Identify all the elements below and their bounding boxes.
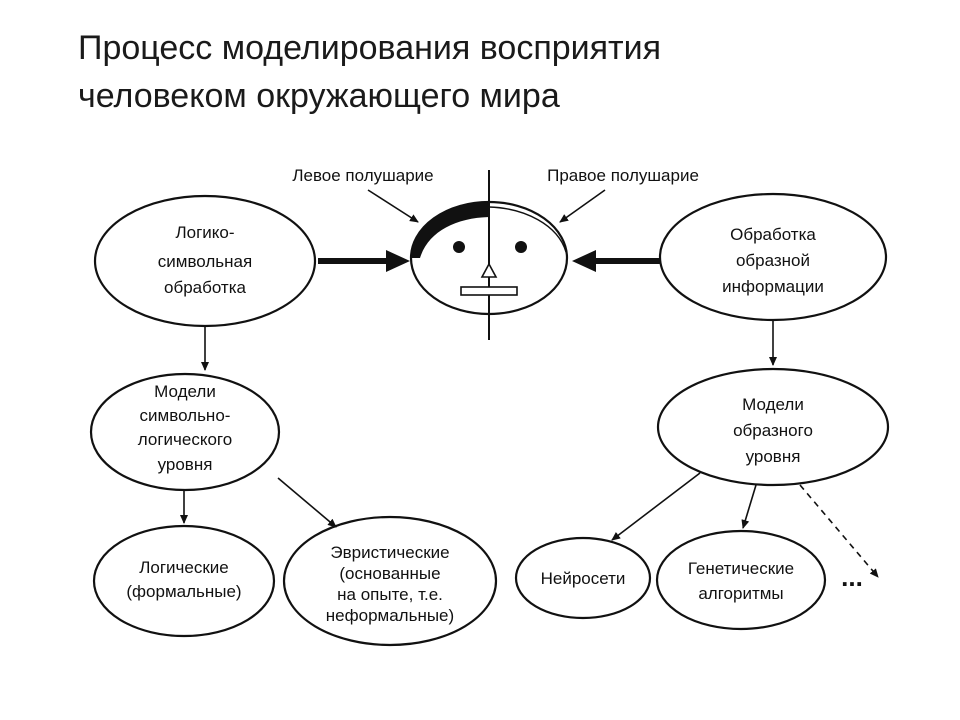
symbolic-models-line-3: логического [138, 430, 232, 449]
logical-line-1: Логические [139, 558, 229, 577]
image-models-line-1: Модели [742, 395, 804, 414]
logical-node: Логические (формальные) [92, 524, 276, 638]
right-hemisphere-arrow [559, 189, 606, 223]
symbolic-models-node: Модели символьно- логического уровня [89, 372, 281, 492]
neural-networks-label: Нейросети [541, 569, 626, 588]
right-eye [515, 241, 527, 253]
left-hemisphere-arrow [367, 189, 419, 223]
right-hemisphere-label: Правое полушарие [547, 166, 699, 185]
image-processing-line-1: Обработка [730, 225, 816, 244]
genetic-line-2: алгоритмы [698, 584, 783, 603]
left-input-arrow [318, 250, 410, 272]
right-hemisphere-outline [488, 206, 567, 253]
genetic-line-1: Генетические [688, 559, 794, 578]
image-models-line-2: образного [733, 421, 813, 440]
arrow-symbolic-to-heuristic [277, 477, 337, 528]
title-line-1: Процесс моделирования восприятия [78, 29, 662, 67]
heuristic-line-2: (основанные [339, 564, 440, 583]
slide-title: Процесс моделирования восприятия человек… [78, 24, 938, 120]
logical-line-2: (формальные) [126, 582, 241, 601]
right-input-arrow [572, 250, 664, 272]
logic-processing-line-3: обработка [164, 278, 247, 297]
arrow-image-models-to-neural [611, 472, 701, 541]
nose [480, 262, 498, 278]
arrow-image-models-to-more [799, 484, 879, 578]
left-hemisphere-label: Левое полушарие [292, 166, 433, 185]
image-processing-line-2: образной [736, 251, 810, 270]
image-models-line-3: уровня [746, 447, 801, 466]
symbolic-models-line-4: уровня [158, 455, 213, 474]
symbolic-models-line-2: символьно- [140, 406, 231, 425]
logic-processing-line-2: символьная [158, 252, 252, 271]
mouth [460, 286, 518, 296]
symbolic-models-line-1: Модели [154, 382, 216, 401]
more-ellipsis: ... [841, 562, 863, 592]
heuristic-line-3: на опыте, т.е. [337, 585, 443, 604]
title-line-2: человеком окружающего мира [78, 77, 560, 115]
arrow-image-models-to-genetic [741, 484, 757, 529]
neural-networks-node: Нейросети [514, 536, 652, 620]
image-processing-line-3: информации [722, 277, 824, 296]
genetic-algorithms-node: Генетические алгоритмы [655, 529, 827, 631]
image-processing-node: Обработка образной информации [658, 192, 888, 322]
heuristic-node: Эвристические (основанные на опыте, т.е.… [282, 515, 498, 647]
left-hemisphere-shading [411, 202, 489, 258]
heuristic-line-4: неформальные) [326, 606, 454, 625]
head-figure [409, 170, 569, 340]
image-models-node: Модели образного уровня [656, 367, 890, 487]
logic-processing-node: Логико- символьная обработка [93, 194, 317, 328]
logic-processing-line-1: Логико- [175, 223, 234, 242]
left-eye [453, 241, 465, 253]
heuristic-line-1: Эвристические [330, 543, 449, 562]
